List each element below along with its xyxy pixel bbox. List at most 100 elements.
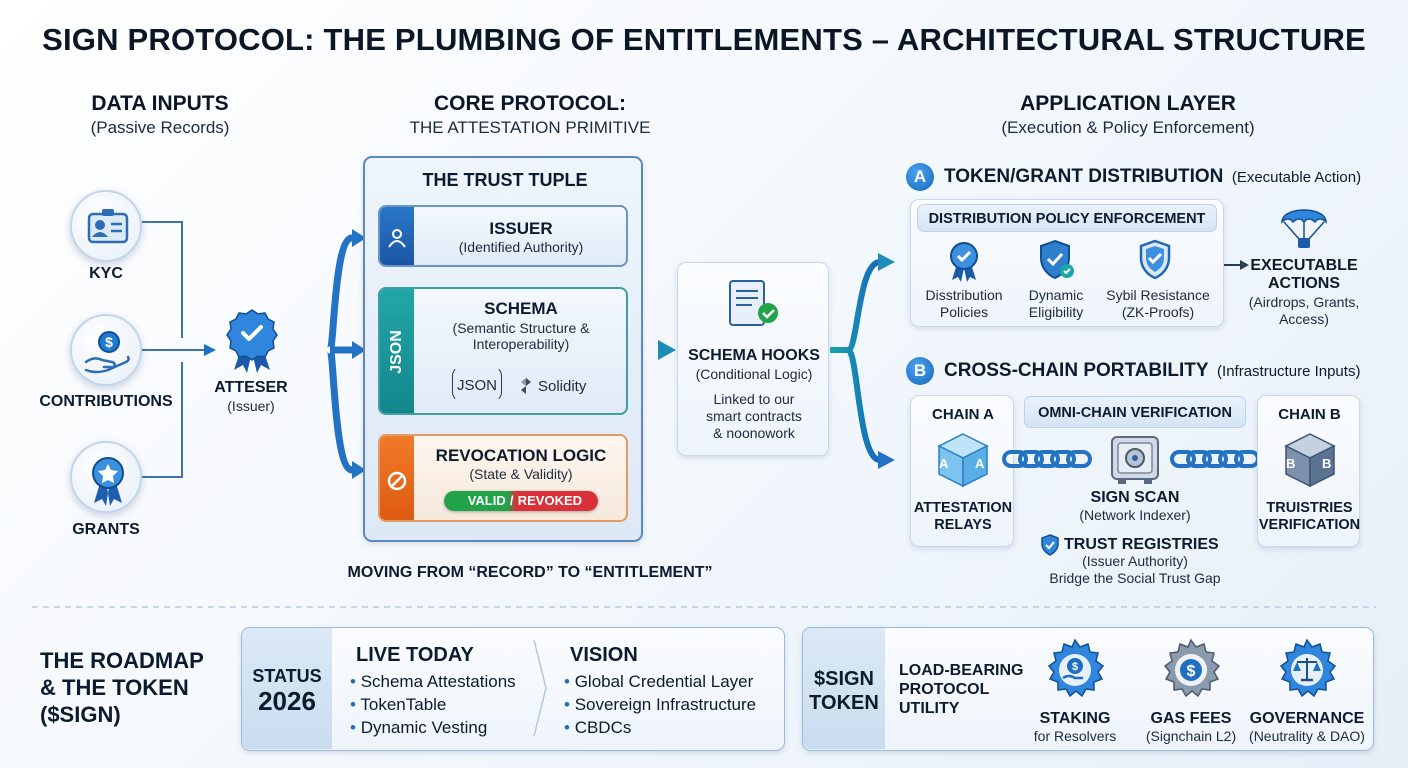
valid-state: VALID: [444, 491, 508, 511]
id-card-icon: [70, 190, 142, 262]
chain-b-cube-letter-1: B: [1286, 456, 1296, 471]
token-panel: $SIGN TOKEN LOAD-BEARING PROTOCOL UTILIT…: [802, 627, 1374, 751]
live-item: • Schema Attestations: [350, 672, 516, 691]
live-item: • TokenTable: [350, 695, 447, 714]
section-a-heading: TOKEN/GRANT DISTRIBUTION (Executable Act…: [944, 166, 1361, 188]
status-block: [242, 628, 332, 749]
application-heading: APPLICATION LAYER: [1020, 92, 1236, 115]
schema-solidity-label: Solidity: [538, 378, 587, 395]
svg-text:$: $: [1187, 663, 1196, 680]
chain-link-icon-right: [1170, 450, 1260, 468]
omni-chain-verification: OMNI-CHAIN VERIFICATION: [1024, 396, 1246, 428]
schema-sub-line2: Interoperability): [472, 336, 570, 352]
issuer-card[interactable]: ISSUER (Identified Authority): [378, 205, 628, 267]
section-b-title: CROSS-CHAIN PORTABILITY: [944, 360, 1209, 381]
gear-coin-icon: $: [1047, 638, 1105, 698]
validity-toggle[interactable]: VALID / REVOKED: [444, 491, 598, 511]
attester-sub: (Issuer): [227, 398, 275, 414]
schema-hooks-line3: & noonowork: [713, 425, 795, 441]
section-a-note: (Executable Action): [1231, 169, 1362, 186]
distribution-policies-line2: Policies: [939, 304, 989, 320]
executable-actions-title2: ACTIONS: [1268, 275, 1340, 292]
revoked-state: REVOKED: [515, 491, 598, 511]
token-label-block: [803, 628, 885, 749]
governance-sub: (Neutrality & DAO): [1249, 728, 1365, 744]
utility-line1: LOAD-BEARING: [899, 662, 1024, 679]
validity-separator: /: [507, 491, 516, 511]
vision-item: • Sovereign Infrastructure: [564, 695, 757, 714]
gear-dollar-icon: $: [1163, 638, 1221, 698]
core-subheading: THE ATTESTATION PRIMITIVE: [409, 118, 651, 137]
data-inputs-subheading: (Passive Records): [90, 118, 230, 137]
vision-item: • CBDCs: [564, 718, 632, 737]
chain-a-cube-letter-2: A: [975, 456, 985, 471]
vision-list: • Global Credential Layer • Sovereign In…: [564, 670, 756, 739]
svg-text:$: $: [105, 334, 113, 350]
live-item: • Dynamic Vesting: [350, 718, 488, 737]
gas-fees-sub: (Signchain L2): [1145, 728, 1237, 744]
schema-hooks-sub: (Conditional Logic): [695, 366, 813, 382]
live-today-title: LIVE TODAY: [356, 644, 474, 666]
parachute-icon: [1281, 209, 1327, 248]
schema-hooks-title: SCHEMA HOOKS: [688, 347, 820, 364]
gas-fees-title: GAS FEES: [1150, 710, 1232, 727]
roadmap-panel: STATUS 2026 LIVE TODAY • Schema Attestat…: [241, 627, 785, 751]
shield-check-icon: [1040, 239, 1074, 280]
chain-a-card[interactable]: CHAIN A A A ATTESTATION RELAYS: [910, 395, 1014, 547]
seal-check-icon: [224, 306, 280, 374]
ribbon-badge-icon: [950, 242, 978, 282]
chain-b-card[interactable]: CHAIN B B B TRUISTRIES VERIFICATION: [1257, 395, 1360, 547]
vision-item: • Global Credential Layer: [564, 672, 754, 691]
attester-label: ATTESER: [214, 379, 288, 396]
section-a-badge: A: [906, 163, 934, 191]
award-ribbon-icon: [70, 441, 142, 513]
section-b-badge: B: [906, 357, 934, 385]
contributions-label: CONTRIBUTIONS: [39, 393, 173, 410]
solidity-icon: [521, 378, 531, 394]
distribution-policy-title: DISTRIBUTION POLICY ENFORCEMENT: [917, 204, 1217, 232]
schema-hooks-card[interactable]: SCHEMA HOOKS (Conditional Logic) Linked …: [677, 262, 829, 456]
utility-line2: PROTOCOL: [899, 681, 990, 698]
trust-registries-sub: (Issuer Authority): [1082, 553, 1188, 569]
revocation-card[interactable]: REVOCATION LOGIC (State & Validity) VALI…: [378, 434, 628, 522]
sybil-resistance-line1: Sybil Resistance: [1106, 287, 1210, 303]
token-label-line2: TOKEN: [809, 692, 879, 714]
schema-card[interactable]: JSON SCHEMA (Semantic Structure & Intero…: [378, 287, 628, 415]
svg-text:$: $: [1072, 661, 1078, 673]
schema-hooks-line1: Linked to our: [713, 391, 795, 407]
distribution-policy-box: DISTRIBUTION POLICY ENFORCEMENT Disstrib…: [910, 199, 1224, 327]
roadmap-heading-line2: & THE TOKEN: [40, 675, 189, 700]
trust-tuple-title: THE TRUST TUPLE: [422, 170, 588, 190]
executable-actions-sub1: (Airdrops, Grants,: [1248, 294, 1360, 310]
roadmap-heading-line3: ($SIGN): [40, 702, 121, 727]
shield-outline-check-icon: [1139, 239, 1171, 280]
schema-json-label: JSON: [456, 377, 497, 394]
ban-icon: [387, 471, 407, 491]
contract-scroll-icon: [729, 280, 778, 326]
dynamic-eligibility-line1: Dynamic: [1028, 287, 1084, 303]
chain-b-line2: VERIFICATION: [1258, 517, 1361, 533]
chevron-divider: [533, 639, 547, 737]
governance-title: GOVERNANCE: [1249, 710, 1365, 727]
chain-a-cube-letter-1: A: [939, 456, 949, 471]
cube-icon: [937, 433, 989, 488]
person-icon: [388, 229, 406, 248]
vault-icon: [1111, 436, 1159, 484]
chain-b-cube-letter-2: B: [1322, 456, 1332, 471]
sybil-resistance-line2: (ZK-Proofs): [1121, 304, 1195, 320]
utility-line3: UTILITY: [899, 700, 960, 717]
issuer-title: ISSUER: [489, 219, 553, 238]
cube-b-icon: [1284, 433, 1336, 488]
executable-actions-title1: EXECUTABLE: [1250, 257, 1358, 274]
data-inputs-heading: DATA INPUTS: [91, 92, 229, 115]
schema-hooks-line2: smart contracts: [706, 408, 802, 424]
chain-a-title: CHAIN A: [932, 406, 994, 423]
schema-sub-line1: (Semantic Structure &: [452, 320, 590, 336]
schema-title: SCHEMA: [484, 299, 558, 318]
section-b-heading: CROSS-CHAIN PORTABILITY (Infrastructure …: [944, 360, 1360, 382]
dynamic-eligibility-line2: Eligibility: [1028, 304, 1084, 320]
kyc-label: KYC: [89, 265, 123, 282]
core-caption: MOVING FROM “RECORD” TO “ENTITLEMENT”: [347, 564, 713, 581]
grants-label: GRANTS: [72, 521, 140, 538]
chain-a-line2: RELAYS: [934, 517, 992, 533]
